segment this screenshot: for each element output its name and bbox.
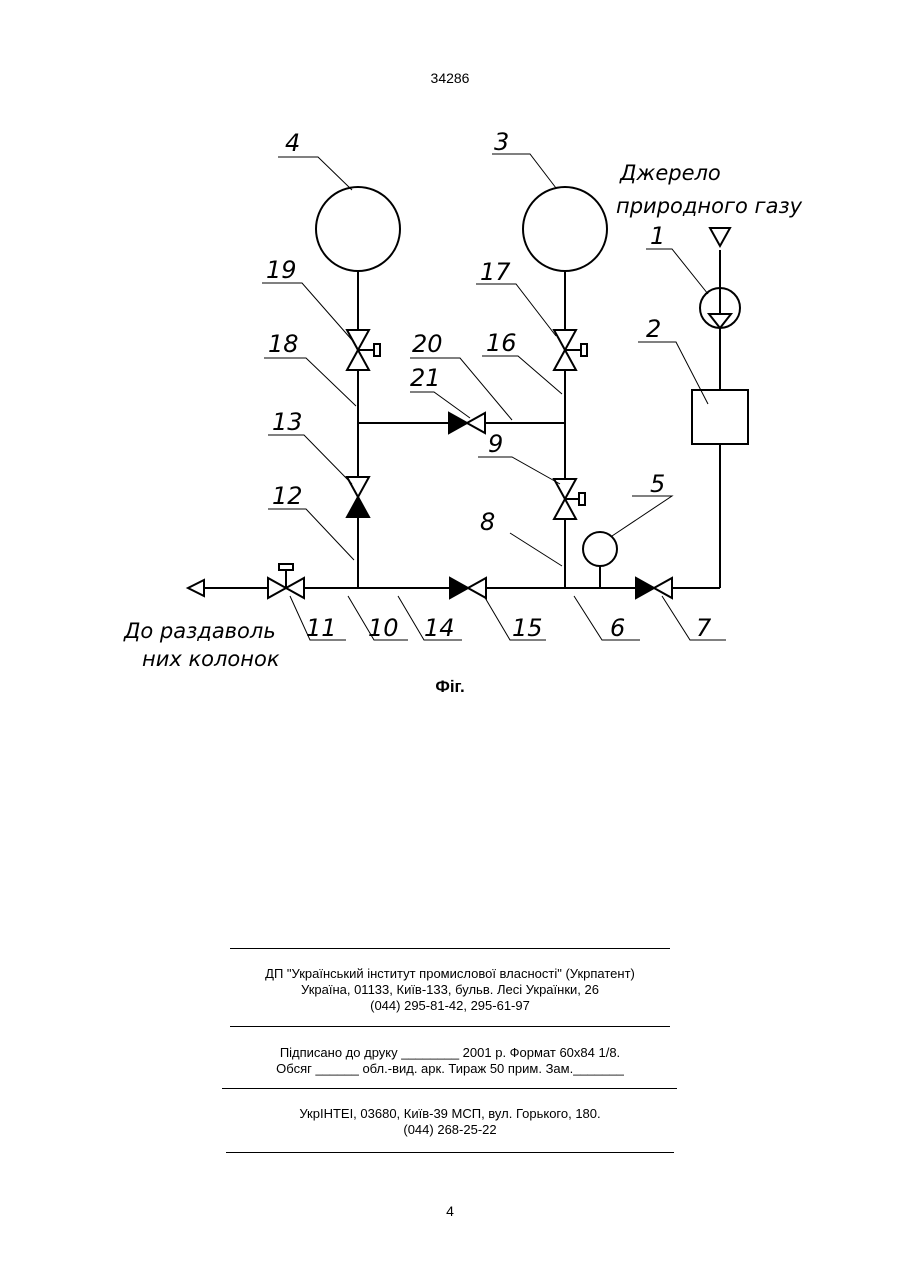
imprint-block-2: Підписано до друку ________ 2001 р. Форм… <box>0 1045 900 1077</box>
label-5: 5 <box>650 470 665 498</box>
source-label-line1: Джерело <box>619 161 721 185</box>
imprint-rule-2 <box>230 1026 670 1027</box>
valve-21-right <box>467 413 485 433</box>
label-1: 1 <box>650 222 665 250</box>
valve-17-top <box>554 330 576 350</box>
tank-4 <box>316 187 400 271</box>
label-17: 17 <box>480 258 511 286</box>
label-19: 19 <box>266 256 297 284</box>
label-11: 11 <box>306 614 337 642</box>
label-16: 16 <box>486 329 517 357</box>
label-7: 7 <box>696 614 712 642</box>
valve-7-right <box>654 578 672 598</box>
label-8: 8 <box>480 508 495 536</box>
imprint-line: Україна, 01133, Київ-133, бульв. Лесі Ук… <box>0 982 900 998</box>
valve-19-handle <box>374 344 380 356</box>
leader-18 <box>264 358 356 406</box>
valve-13-top <box>347 477 369 497</box>
label-14: 14 <box>424 614 455 642</box>
valve-19-top <box>347 330 369 350</box>
gas-scheme-diagram: Джерело природного газу До раздаволь них… <box>0 0 900 700</box>
valve-14-right <box>468 578 486 598</box>
label-21: 21 <box>410 364 441 392</box>
outlet-arrow <box>188 580 204 596</box>
label-2: 2 <box>646 315 661 343</box>
valve-14-left <box>450 578 468 598</box>
imprint-block-3: УкрІНТЕІ, 03680, Київ-39 МСП, вул. Горьк… <box>0 1106 900 1138</box>
imprint-rule-4 <box>226 1152 674 1153</box>
source-inlet <box>710 228 730 246</box>
tank-3 <box>523 187 607 271</box>
imprint-line: Підписано до друку ________ 2001 р. Форм… <box>0 1045 900 1061</box>
label-12: 12 <box>272 482 303 510</box>
leader-8 <box>510 533 562 566</box>
leader-7 <box>662 596 726 640</box>
valve-13-bottom <box>347 497 369 517</box>
valve-11-left <box>268 578 286 598</box>
imprint-line: (044) 268-25-22 <box>0 1122 900 1138</box>
imprint-rule-1 <box>230 948 670 949</box>
label-15: 15 <box>512 614 543 642</box>
valve-9-handle <box>579 493 585 505</box>
leader-9 <box>478 457 560 484</box>
leader-3 <box>492 154 556 188</box>
leader-21 <box>410 392 470 418</box>
leader-13 <box>268 435 352 484</box>
valve-9-bottom <box>554 499 576 519</box>
label-10: 10 <box>368 614 399 642</box>
imprint-line: (044) 295-81-42, 295-61-97 <box>0 998 900 1014</box>
leader-5 <box>612 496 672 536</box>
valve-11-right <box>286 578 304 598</box>
label-18: 18 <box>268 330 299 358</box>
page-number: 4 <box>0 1203 900 1219</box>
unit-2 <box>692 390 748 444</box>
valve-11-handle <box>279 564 293 570</box>
dest-label-line2: них колонок <box>142 647 280 671</box>
dest-label-line1: До раздаволь <box>123 619 276 643</box>
imprint-line: УкрІНТЕІ, 03680, Київ-39 МСП, вул. Горьк… <box>0 1106 900 1122</box>
leader-4 <box>278 157 352 190</box>
imprint-rule-3 <box>222 1088 677 1089</box>
label-3: 3 <box>494 128 509 156</box>
label-20: 20 <box>412 330 443 358</box>
valve-7-left <box>636 578 654 598</box>
valve-17-bottom <box>554 350 576 370</box>
valve-21-left <box>449 413 467 433</box>
source-label-line2: природного газу <box>616 194 803 218</box>
imprint-line: ДП "Український інститут промислової вла… <box>0 966 900 982</box>
label-6: 6 <box>610 614 625 642</box>
leader-1 <box>646 249 708 294</box>
label-4: 4 <box>285 129 300 157</box>
figure-caption: Фіг. <box>0 677 900 697</box>
leader-16 <box>482 356 562 394</box>
label-9: 9 <box>488 430 503 458</box>
leader-12 <box>268 509 354 560</box>
label-13: 13 <box>272 408 303 436</box>
leader-6 <box>574 596 640 640</box>
valve-17-handle <box>581 344 587 356</box>
imprint-line: Обсяг ______ обл.-вид. арк. Тираж 50 при… <box>0 1061 900 1077</box>
valve-19-bottom <box>347 350 369 370</box>
gauge-5 <box>583 532 617 566</box>
imprint-block-1: ДП "Український інститут промислової вла… <box>0 966 900 1014</box>
